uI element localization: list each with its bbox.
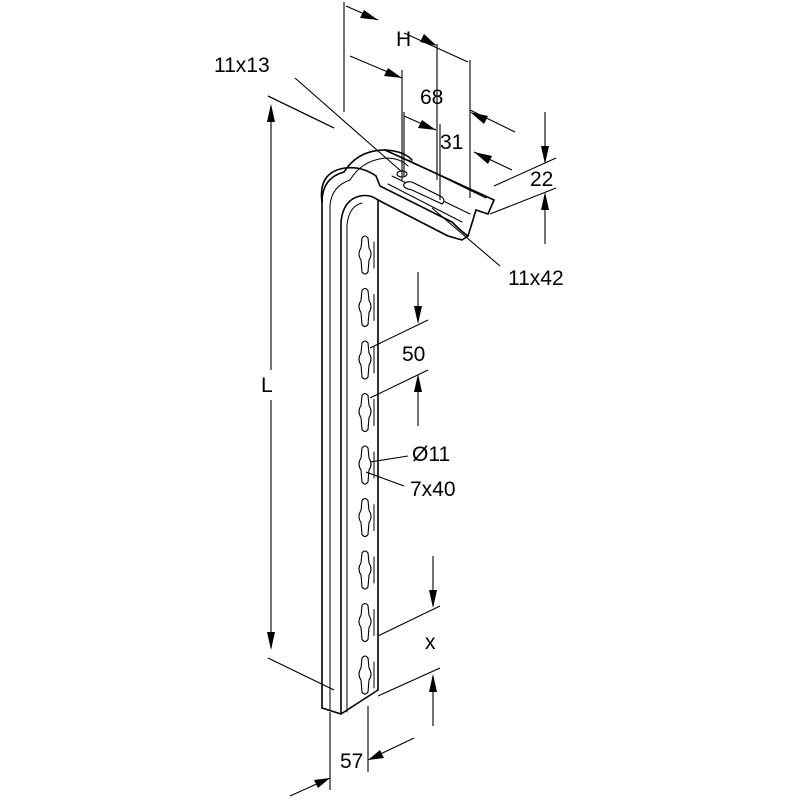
bracket-body — [320, 149, 413, 715]
dim50-extension-bottom — [369, 369, 429, 399]
label-l: L — [261, 374, 273, 397]
dimension-lines — [267, 2, 557, 797]
label-31: 31 — [440, 131, 463, 154]
label-11x13: 11x13 — [214, 54, 270, 77]
bracket-web-left-edge — [340, 194, 379, 715]
dim68-arrow-left — [384, 68, 402, 78]
web-slot — [358, 392, 372, 433]
dim31-arrow-left — [418, 120, 436, 130]
label-68: 68 — [420, 86, 443, 109]
dim31-arrow-right — [474, 152, 492, 164]
web-slot — [358, 340, 372, 380]
l-extension-top — [267, 95, 335, 129]
bracket-top-arm — [375, 149, 495, 241]
label-dia11: Ø11 — [412, 443, 450, 466]
dim50-arrow-top — [414, 306, 422, 324]
dim68-arrow-right — [470, 112, 488, 124]
arm-channel-floor-2 — [387, 183, 463, 223]
arm-channel-floor-3 — [407, 159, 487, 199]
label-x: x — [425, 631, 436, 654]
web-slot — [358, 655, 372, 695]
l-extension-bottom — [267, 657, 335, 691]
leader-11x42 — [431, 207, 501, 267]
leader-dia11 — [369, 455, 409, 463]
bracket-top-curl — [320, 166, 377, 203]
h-arrow-left — [360, 10, 378, 20]
arm-slot-11x42 — [403, 181, 445, 205]
label-57: 57 — [340, 750, 363, 773]
l-arrow-bottom — [267, 632, 275, 650]
x-extension-top — [377, 605, 441, 637]
bracket-bottom-edge — [321, 689, 379, 715]
label-50: 50 — [402, 343, 425, 366]
leader-11x13-b — [294, 77, 403, 173]
label-11x42: 11x42 — [508, 267, 564, 290]
dimension-labels: H 11x13 68 31 22 11x42 L 50 Ø11 7x40 x 5… — [214, 28, 564, 773]
web-slots — [358, 235, 375, 695]
web-slot — [358, 287, 372, 328]
web-slot — [358, 445, 372, 485]
arm-channel-bottom — [377, 199, 469, 241]
label-7x40: 7x40 — [410, 478, 456, 501]
web-slot — [358, 235, 372, 275]
dim57-arrow-left — [314, 778, 330, 788]
dim22-arrow-top — [541, 146, 549, 164]
x-arrow-top — [429, 590, 437, 608]
web-slot — [358, 550, 372, 590]
web-slot — [358, 602, 372, 643]
dim68-arrow-line-right — [469, 109, 516, 133]
h-arrow-right — [420, 34, 437, 46]
dim22-extension-top — [493, 157, 557, 187]
web-slot — [358, 497, 372, 538]
h-arrow-line-right — [403, 32, 469, 63]
dim50-arrow-bottom — [414, 374, 422, 392]
dim22-arrow-bottom — [541, 192, 549, 210]
dim57-arrow-right — [368, 750, 384, 760]
leader-7x40 — [365, 471, 405, 487]
bracket-fold-line — [346, 202, 363, 713]
label-22: 22 — [530, 168, 553, 191]
x-extension-bottom — [377, 667, 441, 697]
dim50-extension-top — [369, 319, 429, 349]
arm-rear-lip — [475, 199, 495, 215]
bracket-back-flange-inner — [329, 179, 351, 711]
l-arrow-top — [267, 104, 275, 122]
x-arrow-bottom — [429, 674, 437, 692]
label-h: H — [396, 28, 411, 51]
